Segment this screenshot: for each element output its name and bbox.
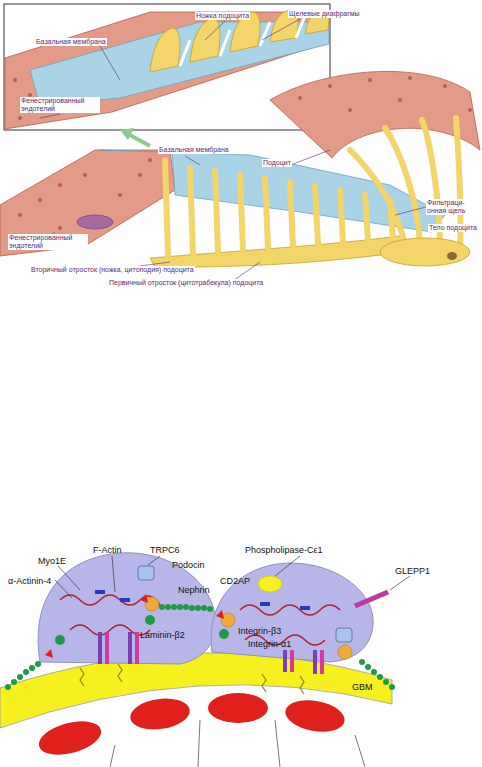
part-label: Тело подоцита	[428, 224, 478, 232]
protein-label: Myo1E	[38, 556, 66, 566]
part-label: Щелевые диафрагмы	[288, 10, 361, 18]
protein-label: α-Actinin-4	[8, 576, 51, 586]
part-label: Подоцит	[262, 159, 292, 167]
protein-label: CD2AP	[220, 576, 250, 586]
protein-label: TRPC6	[150, 545, 180, 555]
part-label: Вторичный отросток (ножка, цитоподия) по…	[30, 266, 195, 274]
protein-label: F-Actin	[93, 545, 122, 555]
protein-label: Laminin-β2	[140, 630, 185, 640]
protein-label: Integrin-α1	[248, 639, 291, 649]
protein-label: Nephrin	[178, 585, 210, 595]
protein-label: Podocin	[172, 560, 205, 570]
protein-label: GLEPP1	[395, 566, 430, 576]
part-label: Фенестрированный эндотелий	[20, 97, 100, 113]
protein-label: Integrin-β3	[238, 626, 281, 636]
part-label: Фильтраци- онная щель	[426, 199, 478, 215]
part-label: Первичный отросток (цитотрабекула) подоц…	[108, 279, 264, 287]
part-label: Базальная мембрана	[35, 38, 107, 46]
part-label: Ножка подоцита	[195, 12, 250, 20]
protein-label: GBM	[352, 682, 373, 692]
part-label: Фенестрированный эндотелий	[8, 234, 88, 250]
protein-label: Phospholipase-Cε1	[245, 545, 323, 555]
part-label: Базальная мембрана	[158, 146, 230, 154]
